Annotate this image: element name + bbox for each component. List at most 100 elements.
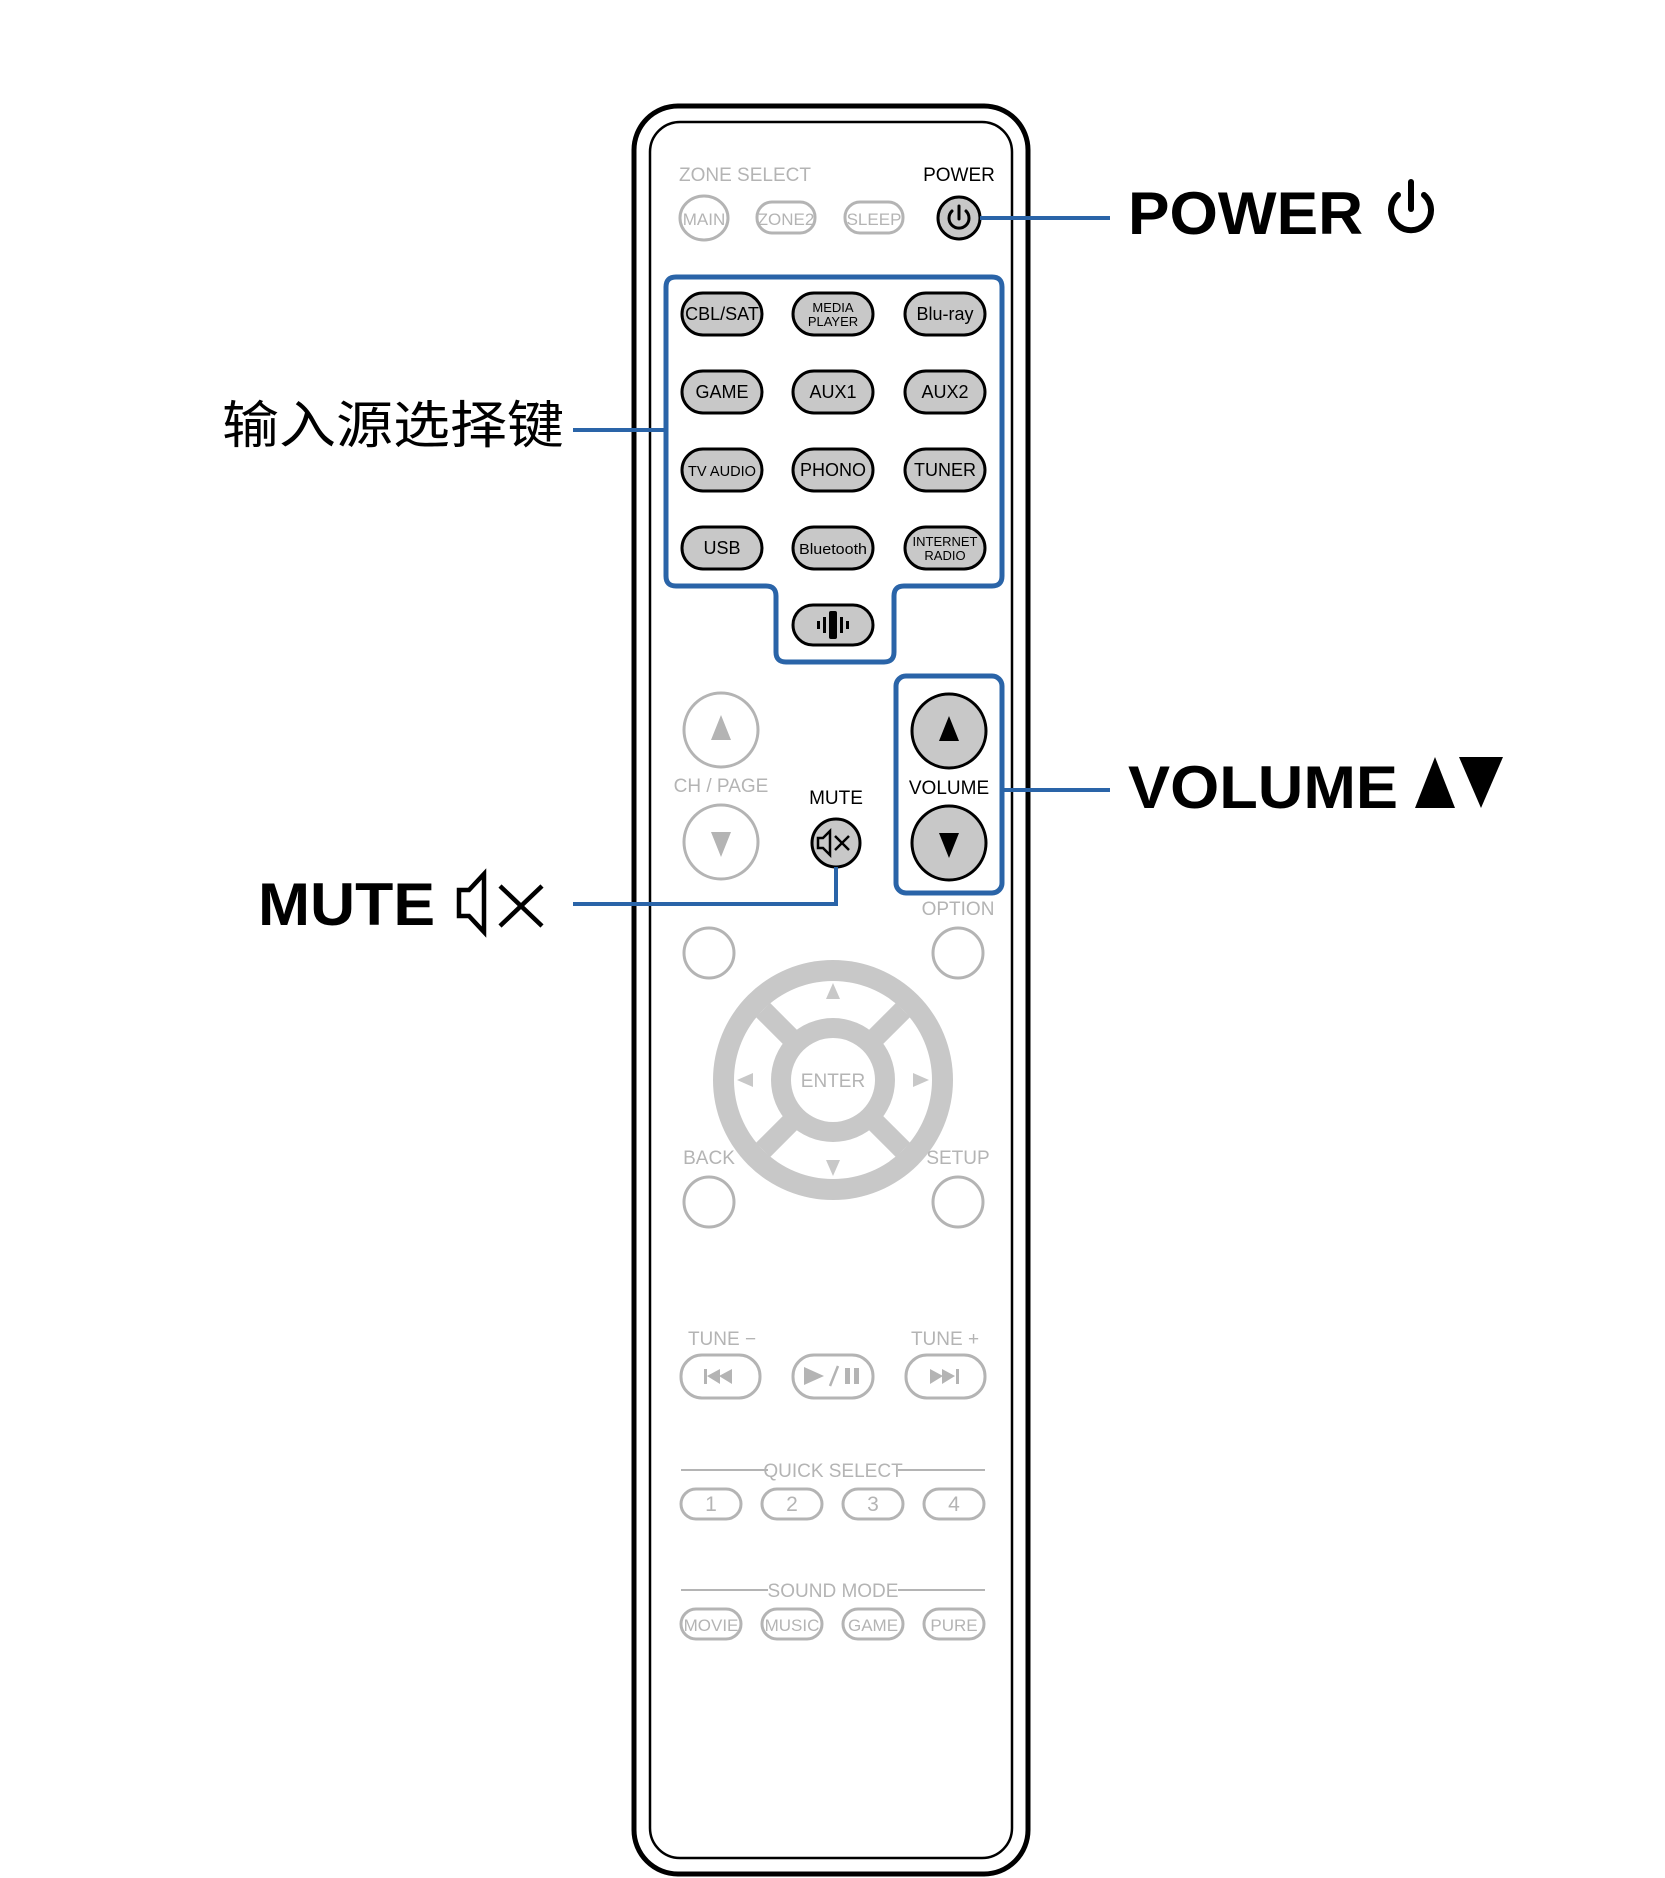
dpad-left-button[interactable] <box>737 1073 753 1087</box>
mute-callout: MUTE <box>258 868 544 938</box>
zone-select-heading: ZONE SELECT <box>679 165 811 186</box>
volume-down-button[interactable] <box>910 804 988 882</box>
tune-plus-label: TUNE + <box>911 1329 979 1350</box>
quick-select-button-label: 2 <box>786 1493 798 1516</box>
mute-leader <box>573 867 838 906</box>
next-button[interactable] <box>904 1353 987 1400</box>
play-pause-button[interactable] <box>791 1353 875 1400</box>
source-button-label: TUNER <box>914 460 976 480</box>
mute-callout-label: MUTE <box>258 871 435 938</box>
source-button-aux2[interactable]: AUX2 <box>903 369 987 415</box>
heos-button[interactable] <box>791 603 875 647</box>
next-track-icon <box>930 1369 959 1384</box>
mute-label: MUTE <box>809 788 863 809</box>
tune-row: TUNE − TUNE + <box>679 1329 987 1400</box>
mute-group: MUTE <box>809 788 863 869</box>
quick-select-button-label: 4 <box>948 1493 960 1516</box>
enter-label: ENTER <box>801 1071 865 1092</box>
enter-button[interactable]: ENTER <box>801 1071 865 1092</box>
volume-highlight-box <box>893 673 1005 896</box>
source-button-blu-ray[interactable]: Blu-ray <box>903 291 987 337</box>
source-button-tv-audio[interactable]: TV AUDIO <box>680 447 764 493</box>
source-button-phono[interactable]: PHONO <box>791 447 875 493</box>
info-button[interactable] <box>682 926 736 980</box>
power-button[interactable] <box>936 195 982 241</box>
ch-page-up-button[interactable] <box>682 691 760 769</box>
setup-button[interactable] <box>931 1175 985 1229</box>
dpad-right-button[interactable] <box>913 1073 929 1087</box>
source-button-game[interactable]: GAME <box>680 369 764 415</box>
volume-up-arrow-icon <box>939 716 959 741</box>
zone-select-group: ZONE SELECT MAIN ZONE2 SLEEP <box>678 165 905 242</box>
source-button-label: USB <box>703 538 740 558</box>
sound-mode-button-label: MUSIC <box>765 1616 820 1635</box>
quick-select-group: QUICK SELECT 1 2 3 4 <box>679 1461 986 1521</box>
volume-callout: VOLUME <box>1128 754 1503 821</box>
source-button-label: AUX1 <box>809 382 856 402</box>
sleep-button[interactable]: SLEEP <box>843 200 905 235</box>
ch-page-label: CH / PAGE <box>674 776 769 797</box>
dpad-up-button[interactable] <box>826 983 840 999</box>
zone2-button[interactable]: ZONE2 <box>755 200 817 235</box>
quick-select-button-4[interactable]: 4 <box>922 1487 986 1521</box>
quick-select-button-2[interactable]: 2 <box>760 1487 824 1521</box>
tune-minus-label: TUNE − <box>688 1329 756 1350</box>
zone2-label: ZONE2 <box>758 210 815 229</box>
mute-callout-icon <box>456 868 544 938</box>
volume-callout-label: VOLUME <box>1128 754 1398 821</box>
play-pause-icon <box>804 1365 859 1387</box>
sound-mode-button-movie[interactable]: MOVIE <box>679 1607 743 1641</box>
ch-page-group: CH / PAGE <box>674 691 769 881</box>
source-button-bluetooth[interactable]: Bluetooth <box>791 525 875 571</box>
source-button-aux1[interactable]: AUX1 <box>791 369 875 415</box>
option-group: OPTION <box>922 899 994 980</box>
source-button-label: PHONO <box>800 460 866 480</box>
sleep-label: SLEEP <box>847 210 902 229</box>
quick-select-button-3[interactable]: 3 <box>841 1487 905 1521</box>
source-callout: 输入源选择键 <box>222 397 564 456</box>
source-button-usb[interactable]: USB <box>680 525 764 571</box>
zone-main-button[interactable]: MAIN <box>678 194 730 242</box>
option-button[interactable] <box>931 926 985 980</box>
sound-mode-button-music[interactable]: MUSIC <box>760 1607 824 1641</box>
quick-select-heading: QUICK SELECT <box>763 1461 903 1482</box>
power-icon <box>947 204 971 230</box>
leader-lines <box>573 216 1110 906</box>
mute-button[interactable] <box>810 817 862 869</box>
ch-page-down-button[interactable] <box>682 803 760 881</box>
sound-mode-button-label: GAME <box>848 1616 898 1635</box>
previous-button[interactable] <box>679 1353 762 1400</box>
source-highlight-box <box>663 274 1005 665</box>
power-callout: POWER <box>1128 179 1434 247</box>
mute-icon <box>816 827 850 859</box>
quick-select-button-1[interactable]: 1 <box>679 1487 743 1521</box>
sound-mode-button-pure[interactable]: PURE <box>922 1607 986 1641</box>
dpad: ENTER <box>713 960 953 1200</box>
back-group: BACK <box>682 1148 736 1229</box>
sound-mode-button-game[interactable]: GAME <box>841 1607 905 1641</box>
power-group: POWER <box>923 165 995 241</box>
source-button-label: TV AUDIO <box>688 463 756 480</box>
source-button-label: Bluetooth <box>799 541 867 558</box>
source-button-tuner[interactable]: TUNER <box>903 447 987 493</box>
back-button[interactable] <box>682 1175 736 1229</box>
dpad-down-button[interactable] <box>826 1160 840 1176</box>
volume-up-button[interactable] <box>910 692 988 770</box>
source-button-cbl-sat[interactable]: CBL/SAT <box>680 291 764 337</box>
back-label: BACK <box>683 1148 735 1169</box>
volume-label: VOLUME <box>909 778 989 799</box>
source-button-label: AUX2 <box>921 382 968 402</box>
setup-label: SETUP <box>926 1148 989 1169</box>
volume-group: VOLUME <box>909 692 989 882</box>
source-button-label: Blu-ray <box>916 304 973 324</box>
source-button-label: GAME <box>695 382 748 402</box>
power-label: POWER <box>923 165 995 186</box>
source-button-label: CBL/SAT <box>685 304 759 324</box>
